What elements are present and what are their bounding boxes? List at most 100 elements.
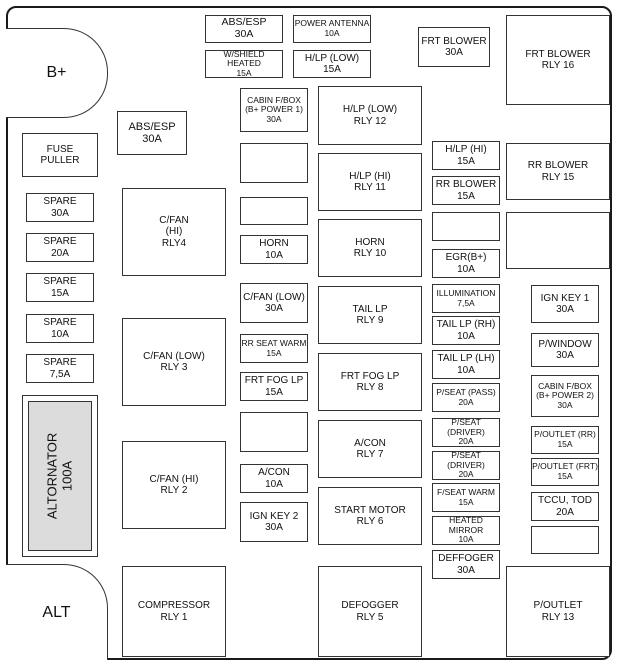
spare-15a-label: SPARE 15A xyxy=(43,276,77,299)
frt-blower-relay-label: FRT BLOWER RLY 16 xyxy=(525,48,591,71)
defogger-relay-5: DEFOGGER RLY 5 xyxy=(318,566,422,657)
horn-fuse: HORN 10A xyxy=(240,235,308,264)
pseat-pass-fuse: P/SEAT (PASS) 20A xyxy=(432,383,500,412)
empty-slot-2 xyxy=(240,197,308,225)
spare-30a-label: SPARE 30A xyxy=(43,196,77,219)
power-antenna-fuse: POWER ANTENNA 10A xyxy=(293,15,371,43)
abs-esp-left-label: ABS/ESP 30A xyxy=(128,120,176,145)
frt-fog-lp-fuse: FRT FOG LP 15A xyxy=(240,372,308,401)
empty-slot-5 xyxy=(531,526,599,554)
fuse-box-panel xyxy=(6,6,612,660)
spare-7-5a-label: SPARE 7,5A xyxy=(43,357,77,380)
cabin-fbox-power2-fuse: CABIN F/BOX (B+ POWER 2) 30A xyxy=(531,375,599,417)
pseat-driver-1-label: P/SEAT (DRIVER) 20A xyxy=(447,417,485,447)
rr-blower-fuse: RR BLOWER 15A xyxy=(432,176,500,205)
b-plus-label: B+ xyxy=(46,64,67,81)
rr-blower-relay-15-label: RR BLOWER RLY 15 xyxy=(527,160,589,183)
compressor-relay-1: COMPRESSOR RLY 1 xyxy=(122,566,226,657)
frt-fog-lp-fuse-label: FRT FOG LP 15A xyxy=(244,375,304,398)
heated-mirror-fuse: HEATED MIRROR 10A xyxy=(432,516,500,545)
cfan-hi-relay-2: C/FAN (HI) RLY 2 xyxy=(122,441,226,529)
fseat-warm-label: F/SEAT WARM 15A xyxy=(437,486,495,507)
pwindow-label: P/WINDOW 30A xyxy=(538,338,592,361)
power-antenna-label: POWER ANTENNA 10A xyxy=(294,18,370,38)
egr-fuse-label: EGR(B+) 10A xyxy=(445,252,487,275)
tail-lp-relay-9: TAIL LP RLY 9 xyxy=(318,286,422,344)
egr-fuse: EGR(B+) 10A xyxy=(432,249,500,278)
cfan-low-fuse: C/FAN (LOW) 30A xyxy=(240,283,308,323)
frt-blower-fuse: FRT BLOWER 30A xyxy=(418,27,490,67)
poutlet-relay-13-label: P/OUTLET RLY 13 xyxy=(533,600,583,623)
fuse-puller-label: FUSE PULLER xyxy=(40,143,80,166)
pseat-driver-fuse-2: P/SEAT (DRIVER) 20A xyxy=(432,451,500,480)
tccu-tod-label: TCCU, TOD 20A xyxy=(537,495,593,518)
cfan-hi-relay-2-label: C/FAN (HI) RLY 2 xyxy=(149,473,199,496)
tail-lp-rh-fuse: TAIL LP (RH) 10A xyxy=(432,316,500,345)
hlp-hi-relay-11-label: H/LP (HI) RLY 11 xyxy=(349,170,391,193)
rr-seat-warm-fuse: RR SEAT WARM 15A xyxy=(240,334,308,363)
alternator-fuse: ALTORNATOR 100A xyxy=(22,395,98,557)
horn-relay-10-label: HORN RLY 10 xyxy=(353,236,387,259)
ign-key-1-label: IGN KEY 1 30A xyxy=(540,292,590,315)
ign-key-1-fuse: IGN KEY 1 30A xyxy=(531,285,599,323)
wshield-heated-label: W/SHIELD HEATED 15A xyxy=(223,48,265,78)
cabin-fbox-power1-fuse: CABIN F/BOX (B+ POWER 1) 30A xyxy=(240,88,308,132)
spare-7-5a-fuse: SPARE 7,5A xyxy=(26,354,94,383)
abs-esp-top-label: ABS/ESP 30A xyxy=(221,16,267,40)
acon-relay-7-label: A/CON RLY 7 xyxy=(354,437,386,460)
horn-relay-10: HORN RLY 10 xyxy=(318,219,422,277)
start-motor-relay-6: START MOTOR RLY 6 xyxy=(318,487,422,545)
hlp-hi-fuse: H/LP (HI) 15A xyxy=(432,141,500,170)
alt-terminal: ALT xyxy=(6,564,108,660)
pseat-pass-label: P/SEAT (PASS) 20A xyxy=(436,386,496,407)
acon-fuse: A/CON 10A xyxy=(240,464,308,493)
tail-lp-lh-label: TAIL LP (LH) 10A xyxy=(437,353,495,376)
alt-label: ALT xyxy=(42,603,71,621)
poutlet-rr-fuse: P/OUTLET (RR) 15A xyxy=(531,426,599,454)
acon-relay-7: A/CON RLY 7 xyxy=(318,420,422,478)
illumination-label: ILLUMINATION 7,5A xyxy=(436,287,496,308)
cfan-low-relay-3-label: C/FAN (LOW) RLY 3 xyxy=(143,350,205,373)
spare-15a-fuse: SPARE 15A xyxy=(26,273,94,302)
cabin-fbox-power2-label: CABIN F/BOX (B+ POWER 2) 30A xyxy=(536,380,594,410)
fseat-warm-fuse: F/SEAT WARM 15A xyxy=(432,483,500,512)
rr-seat-warm-label: RR SEAT WARM 15A xyxy=(241,337,307,358)
fuse-puller: FUSE PULLER xyxy=(22,133,98,177)
tail-lp-lh-fuse: TAIL LP (LH) 10A xyxy=(432,350,500,379)
start-motor-relay-6-label: START MOTOR RLY 6 xyxy=(334,504,406,527)
poutlet-relay-13: P/OUTLET RLY 13 xyxy=(506,566,610,657)
cfan-low-fuse-label: C/FAN (LOW) 30A xyxy=(243,291,305,314)
frt-blower-relay: FRT BLOWER RLY 16 xyxy=(506,15,610,105)
hlp-hi-fuse-label: H/LP (HI) 15A xyxy=(445,144,487,167)
empty-slot-3 xyxy=(240,412,308,452)
abs-esp-top-fuse: ABS/ESP 30A xyxy=(205,15,283,43)
acon-fuse-label: A/CON 10A xyxy=(258,467,290,490)
hlp-hi-relay-11: H/LP (HI) RLY 11 xyxy=(318,153,422,211)
frt-blower-fuse-label: FRT BLOWER 30A xyxy=(421,35,487,58)
defogger-relay-5-label: DEFOGGER RLY 5 xyxy=(341,600,399,623)
ign-key-2-label: IGN KEY 2 30A xyxy=(249,510,299,533)
alternator-label: ALTORNATOR 100A xyxy=(44,432,75,520)
spare-30a-fuse: SPARE 30A xyxy=(26,193,94,222)
rr-blower-relay-15: RR BLOWER RLY 15 xyxy=(506,143,610,200)
alternator-fuse-body: ALTORNATOR 100A xyxy=(28,401,92,551)
wshield-heated-fuse: W/SHIELD HEATED 15A xyxy=(205,48,283,78)
hlp-low-fuse: H/LP (LOW) 15A xyxy=(293,50,371,78)
cfan-hi-relay-4-label: C/FAN (HI) RLY4 xyxy=(159,215,189,249)
spare-10a-fuse: SPARE 10A xyxy=(26,314,94,343)
pwindow-fuse: P/WINDOW 30A xyxy=(531,333,599,367)
spare-20a-label: SPARE 20A xyxy=(43,236,77,259)
frt-fog-lp-relay-8: FRT FOG LP RLY 8 xyxy=(318,353,422,411)
hlp-low-relay-12-label: H/LP (LOW) RLY 12 xyxy=(342,104,398,127)
spare-20a-fuse: SPARE 20A xyxy=(26,233,94,262)
illumination-fuse: ILLUMINATION 7,5A xyxy=(432,284,500,313)
poutlet-rr-label: P/OUTLET (RR) 15A xyxy=(534,429,596,449)
abs-esp-left-fuse: ABS/ESP 30A xyxy=(117,111,187,155)
poutlet-frt-label: P/OUTLET (FRT) 15A xyxy=(532,461,598,481)
tccu-tod-fuse: TCCU, TOD 20A xyxy=(531,492,599,521)
deffoger-fuse: DEFFOGER 30A xyxy=(432,550,500,579)
cfan-hi-relay-4: C/FAN (HI) RLY4 xyxy=(122,188,226,276)
ign-key-2-fuse: IGN KEY 2 30A xyxy=(240,502,308,542)
horn-fuse-label: HORN 10A xyxy=(259,238,289,261)
rr-blower-fuse-label: RR BLOWER 15A xyxy=(435,179,497,202)
